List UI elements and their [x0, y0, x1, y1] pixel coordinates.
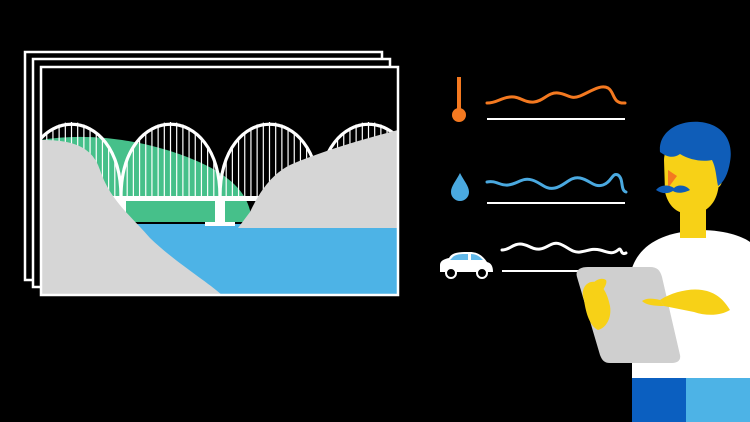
pants-light — [686, 378, 750, 422]
right-finger — [642, 298, 664, 306]
person — [576, 121, 750, 422]
bridge-photo — [41, 67, 398, 295]
left-thumb — [588, 278, 607, 298]
thermometer-icon — [452, 77, 466, 122]
traffic-wave — [500, 241, 628, 256]
car-icon — [440, 252, 493, 279]
water-drop-icon — [451, 173, 469, 201]
photo-frame-front — [39, 65, 400, 297]
nose — [668, 170, 677, 188]
bridge-arch — [41, 122, 123, 198]
bridge-pier — [215, 200, 225, 224]
right-cliff — [238, 130, 398, 228]
photo-stack — [23, 50, 400, 297]
mustache — [656, 185, 690, 194]
right-hand — [660, 289, 730, 315]
bridge-arch — [119, 122, 222, 198]
humidity-baseline — [487, 202, 625, 204]
sensor-panel — [440, 77, 628, 279]
temperature-wave — [485, 85, 627, 105]
pants-dark — [632, 378, 692, 422]
left-cliff — [41, 140, 222, 295]
left-hand — [582, 281, 611, 330]
hair — [659, 121, 731, 186]
temperature-baseline — [487, 118, 625, 120]
bridge-pier-base — [205, 222, 235, 226]
bridge-deck — [41, 196, 398, 201]
humidity-wave — [485, 172, 628, 194]
traffic-baseline — [502, 270, 626, 272]
